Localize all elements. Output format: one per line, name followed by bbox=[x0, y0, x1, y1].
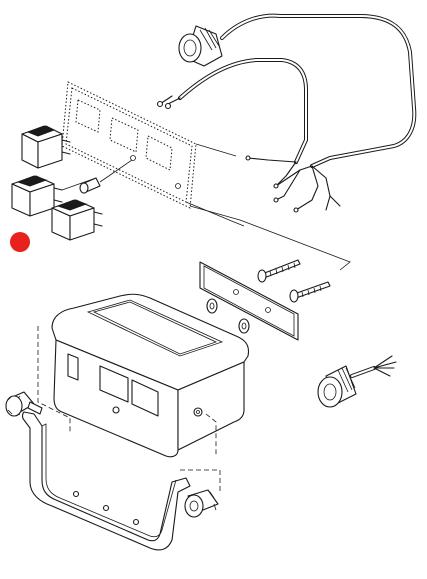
washer-upper bbox=[206, 298, 218, 314]
leader-lines bbox=[185, 143, 351, 271]
washer-lower bbox=[238, 318, 250, 334]
upper-round-connector bbox=[178, 25, 223, 67]
lower-cable bbox=[156, 58, 308, 164]
wire-fanout bbox=[245, 155, 341, 213]
screw-lower bbox=[289, 281, 331, 303]
side-round-connector bbox=[317, 355, 397, 408]
bracket-knob-right bbox=[184, 489, 219, 518]
alignment-dashes bbox=[37, 326, 221, 494]
mounting-bracket bbox=[21, 411, 191, 551]
fuse-holder bbox=[79, 159, 133, 194]
rocker-switch-top bbox=[21, 125, 71, 169]
highlight-marker bbox=[10, 232, 30, 252]
screw-upper bbox=[257, 259, 301, 283]
rocker-switch-bottom bbox=[51, 199, 103, 241]
rocker-switch-middle bbox=[11, 175, 97, 217]
main-housing bbox=[51, 293, 250, 458]
upper-cable bbox=[220, 13, 417, 168]
bracket-knob-left bbox=[5, 391, 43, 417]
rear-gasket-plate bbox=[199, 261, 299, 341]
